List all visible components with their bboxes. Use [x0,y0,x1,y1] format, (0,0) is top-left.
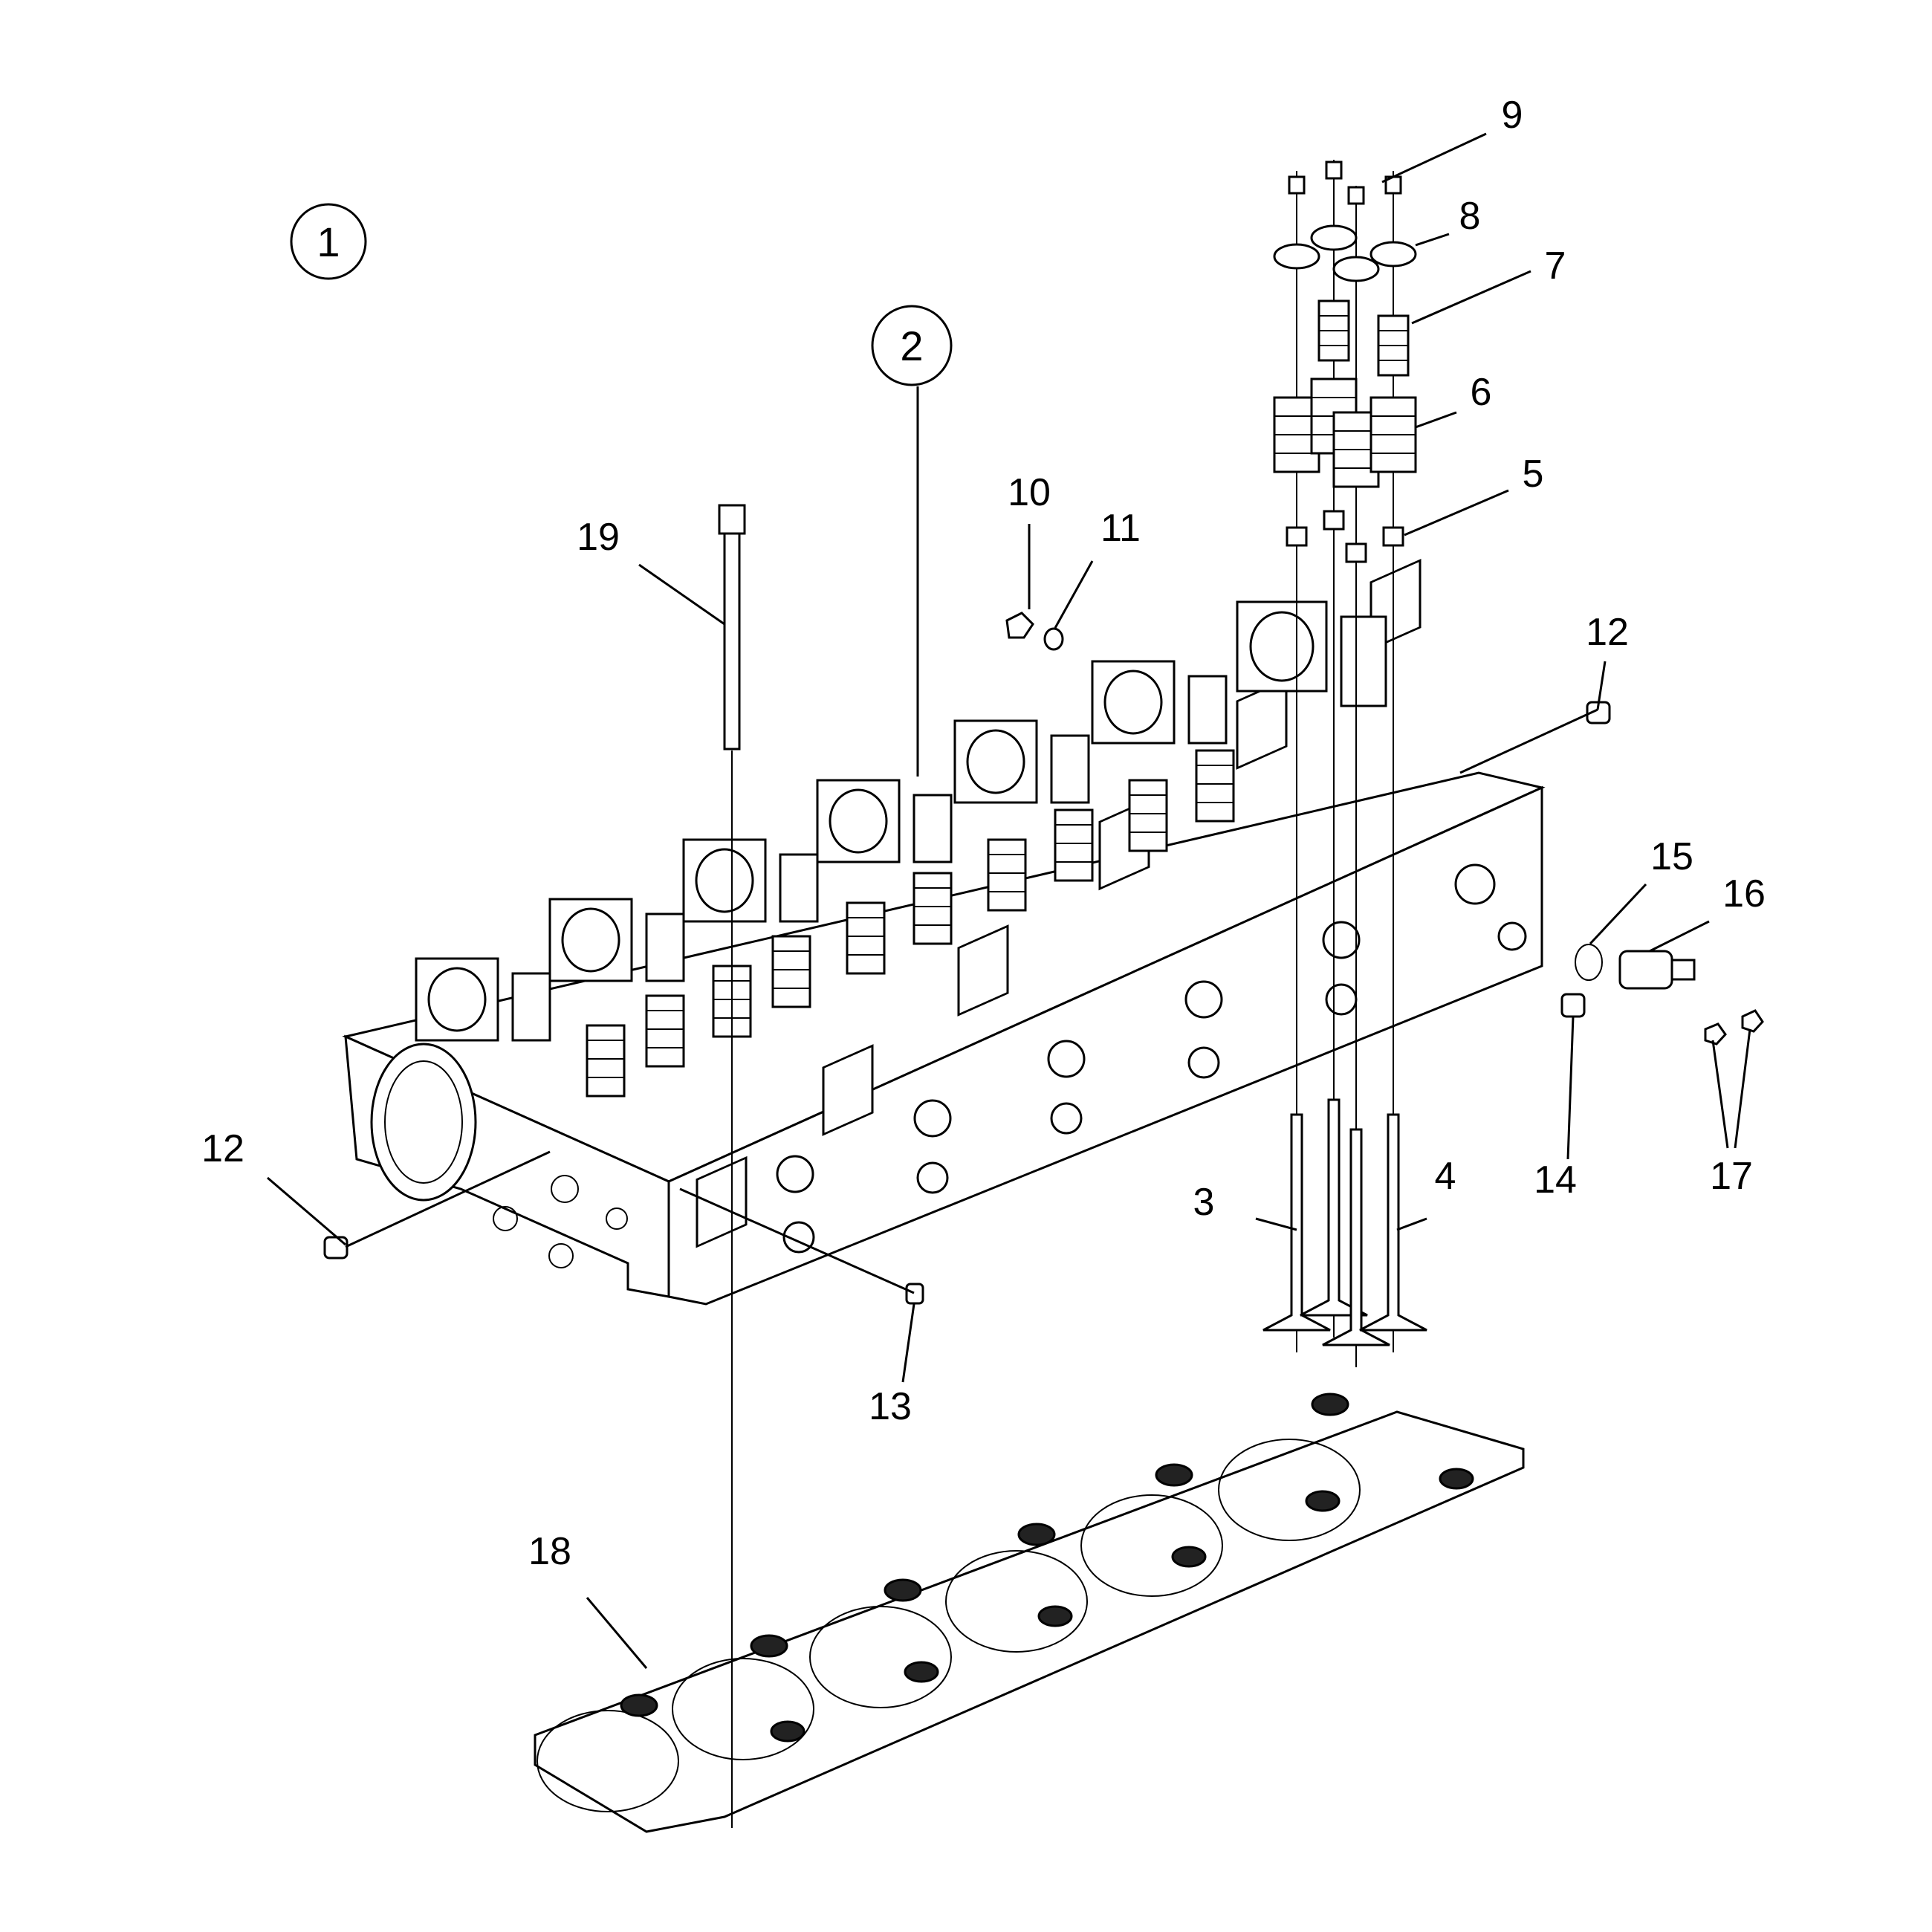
camshaft-bearing-caps [415,600,1387,1042]
callout-8: 8 [1459,195,1481,238]
callout-19: 19 [577,516,620,559]
leader-lines [267,132,1751,1828]
valves [1262,1098,1427,1346]
callout-3: 3 [1193,1181,1215,1224]
callout-5: 5 [1523,453,1544,496]
callout-4: 4 [1435,1155,1456,1198]
outer-valve-springs [1273,377,1417,488]
callout-7: 7 [1545,244,1566,288]
circled-label-2: 2 [900,322,923,369]
circled-label-1: 1 [317,218,340,265]
valve-keepers [1288,161,1402,205]
callout-15: 15 [1650,835,1693,878]
callout-9: 9 [1502,94,1523,137]
gasket-ports [620,1393,1474,1743]
inner-valve-springs [1317,299,1410,377]
callout-14: 14 [1534,1158,1577,1202]
callout-11: 11 [1100,507,1141,550]
callout-16: 16 [1722,872,1766,915]
callout-6: 6 [1471,371,1492,414]
spring-retainers [1273,224,1417,282]
cylinder-head [342,771,1546,1306]
port-openings [696,559,1527,1254]
callout-18: 18 [528,1530,571,1573]
circled-callouts: 1 2 [290,203,953,386]
callout-12-left: 12 [201,1127,244,1170]
head-gasket [534,1393,1525,1833]
number-callouts: 3 4 5 6 7 8 9 10 11 12 12 13 14 15 16 17… [201,94,1766,1573]
valve-train-explosion [1262,160,1427,1367]
fasteners [323,504,1764,1305]
callout-12-right: 12 [1586,611,1629,654]
valve-stem-seals [1286,510,1404,563]
callout-13: 13 [869,1385,912,1428]
installed-valve-springs [586,749,1235,1098]
callout-10: 10 [1008,471,1051,514]
callout-17: 17 [1710,1155,1753,1198]
